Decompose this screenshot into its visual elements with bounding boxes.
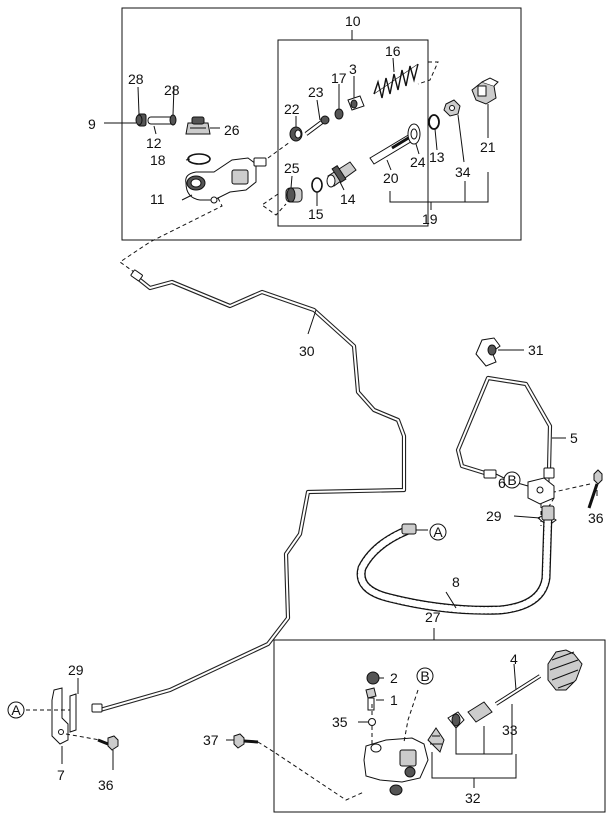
upper-leader-lines bbox=[104, 30, 489, 210]
callout-23: 23 bbox=[308, 84, 324, 100]
master-cylinder-assembly bbox=[104, 7, 522, 241]
clip-part bbox=[169, 114, 177, 126]
callout-34: 34 bbox=[455, 164, 471, 180]
bleeder-screw-part bbox=[365, 687, 384, 711]
push-rod-part bbox=[304, 115, 330, 136]
master-cylinder-box bbox=[121, 7, 522, 241]
callout-26: 26 bbox=[224, 122, 240, 138]
connector-b-lower: B bbox=[416, 667, 434, 685]
callout-30: 30 bbox=[299, 343, 315, 359]
piston-part bbox=[326, 161, 357, 188]
callout-20: 20 bbox=[383, 170, 399, 186]
pipe-clip-part bbox=[475, 337, 524, 367]
reservoir-cap-part bbox=[185, 116, 211, 135]
connector-label: B bbox=[507, 472, 516, 488]
callout-labels: 10 9 28 28 12 26 18 11 22 23 17 3 16 25 … bbox=[57, 13, 604, 806]
assembly-dash-line bbox=[267, 141, 291, 159]
callout-13: 13 bbox=[429, 149, 445, 165]
clutch-pipe-30 bbox=[91, 197, 407, 713]
callout-17: 17 bbox=[331, 70, 347, 86]
connector-label: B bbox=[420, 668, 429, 684]
seal-ring-part bbox=[187, 153, 211, 165]
return-spring-part bbox=[373, 63, 419, 99]
callout-31: 31 bbox=[528, 342, 544, 358]
callout-36-left: 36 bbox=[98, 777, 114, 793]
assembly-dash-line bbox=[417, 61, 439, 85]
secondary-cup-part bbox=[285, 187, 303, 203]
callout-3: 3 bbox=[349, 61, 357, 77]
callout-33: 33 bbox=[502, 722, 518, 738]
clutch-hose-8 bbox=[356, 505, 555, 615]
callout-4: 4 bbox=[510, 651, 518, 667]
callout-16: 16 bbox=[385, 43, 401, 59]
spring-seat-part bbox=[289, 126, 303, 142]
clevis-part bbox=[471, 77, 499, 105]
callout-1: 1 bbox=[390, 692, 398, 708]
assembly-dash-line bbox=[553, 483, 591, 493]
callout-18: 18 bbox=[150, 152, 166, 168]
callout-29-right: 29 bbox=[486, 508, 502, 524]
callout-10: 10 bbox=[345, 13, 361, 29]
washer-part bbox=[428, 114, 440, 130]
callout-32: 32 bbox=[465, 790, 481, 806]
connector-label: A bbox=[433, 524, 443, 540]
retaining-ring-part bbox=[311, 177, 323, 193]
bolt-part bbox=[587, 469, 603, 509]
reservoir-nipple-part bbox=[137, 113, 175, 127]
callout-19: 19 bbox=[422, 211, 438, 227]
callout-2: 2 bbox=[390, 670, 398, 686]
callout-14: 14 bbox=[340, 191, 356, 207]
bolt-part bbox=[226, 733, 259, 749]
o-ring-part bbox=[334, 108, 344, 120]
callout-29-left: 29 bbox=[68, 662, 84, 678]
callout-27: 27 bbox=[425, 609, 441, 625]
callout-37: 37 bbox=[203, 732, 219, 748]
release-boot-spring-part bbox=[547, 649, 583, 691]
assembly-dash-line bbox=[26, 709, 101, 741]
callout-36-right: 36 bbox=[588, 510, 604, 526]
callout-25: 25 bbox=[284, 160, 300, 176]
clutch-pipe-5 bbox=[455, 375, 566, 479]
lock-nut-part bbox=[443, 99, 461, 117]
connector-b-upper: B bbox=[495, 471, 521, 489]
release-cylinder-box bbox=[273, 639, 606, 813]
connector-label: A bbox=[11, 702, 21, 718]
clip-part bbox=[135, 114, 143, 126]
bolt-part bbox=[97, 735, 119, 770]
callout-6: 6 bbox=[498, 475, 506, 491]
callout-11: 11 bbox=[150, 191, 165, 207]
assembly-dash-line bbox=[261, 193, 287, 216]
callout-22: 22 bbox=[284, 101, 300, 117]
callout-21: 21 bbox=[480, 139, 496, 155]
callout-24: 24 bbox=[410, 154, 426, 170]
callout-9: 9 bbox=[88, 116, 96, 132]
clevis-rod-part bbox=[369, 133, 415, 165]
piston-cup-part bbox=[347, 95, 365, 111]
dust-boot-part bbox=[407, 123, 421, 145]
pipe-bracket-part bbox=[51, 687, 77, 764]
callout-35: 35 bbox=[332, 714, 348, 730]
callout-15: 15 bbox=[308, 206, 324, 222]
steel-ball-part bbox=[368, 718, 376, 726]
connector-a-lower: A bbox=[7, 701, 25, 719]
callout-8: 8 bbox=[452, 574, 460, 590]
connector-a-upper: A bbox=[429, 523, 447, 541]
callout-7: 7 bbox=[57, 767, 65, 783]
release-piston-part bbox=[447, 701, 493, 729]
callout-28-left: 28 bbox=[128, 71, 144, 87]
release-cylinder-assembly bbox=[257, 628, 606, 813]
master-cylinder-body-part bbox=[185, 157, 267, 204]
release-boot-part bbox=[427, 727, 445, 753]
release-rod-part bbox=[494, 663, 542, 706]
callout-5: 5 bbox=[570, 430, 578, 446]
master-cylinder-inner-kit-box bbox=[277, 39, 429, 227]
bleeder-cap-part bbox=[366, 671, 380, 685]
release-cylinder-body-part bbox=[363, 737, 429, 796]
callout-28-right: 28 bbox=[164, 82, 180, 98]
callout-12: 12 bbox=[146, 135, 162, 151]
